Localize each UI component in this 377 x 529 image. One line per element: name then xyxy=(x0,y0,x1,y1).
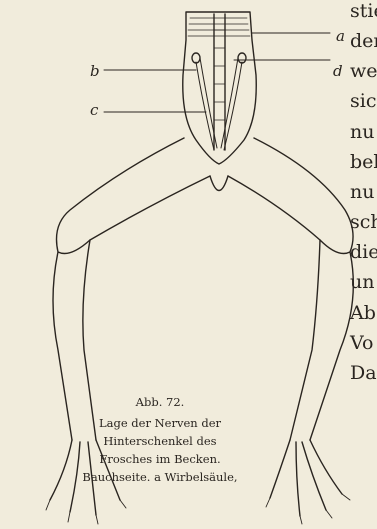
left-thigh xyxy=(57,138,211,254)
label-c: c xyxy=(90,101,99,119)
body-line-7: nu xyxy=(350,183,374,202)
caption-line-3: Frosches im Becken. xyxy=(60,453,260,466)
caption-number: Abb. 72. xyxy=(60,396,260,409)
body-line-10: un xyxy=(350,273,374,292)
label-b: b xyxy=(90,62,100,80)
caption-line-1: Lage der Nerven der xyxy=(60,417,260,430)
body-line-8: sch xyxy=(350,213,377,232)
left-lower-leg xyxy=(53,240,96,440)
body-line-12: Vo xyxy=(350,334,373,353)
label-a: a xyxy=(336,27,345,45)
pelvis-outline xyxy=(183,12,256,164)
right-foot xyxy=(270,440,342,516)
body-line-6: bel xyxy=(350,153,377,172)
right-thigh xyxy=(228,138,353,254)
body-line-4: sich xyxy=(350,92,377,111)
body-line-3: we xyxy=(350,62,377,81)
body-line-11: Ab xyxy=(350,304,376,323)
body-line-1: stie xyxy=(350,2,377,21)
vertebral-column xyxy=(214,14,225,150)
body-line-5: nu xyxy=(350,123,374,142)
body-line-9: die xyxy=(350,243,377,262)
body-line-2: der xyxy=(350,32,377,51)
caption-line-4: Bauchseite. a Wirbelsäule, xyxy=(60,471,260,484)
caption-line-2: Hinterschenkel des xyxy=(60,435,260,448)
nerve-right xyxy=(221,58,242,150)
right-lower-leg xyxy=(290,240,353,440)
body-line-13: Da xyxy=(350,364,377,383)
label-d: d xyxy=(333,62,343,80)
pelvis-shading xyxy=(188,18,250,36)
